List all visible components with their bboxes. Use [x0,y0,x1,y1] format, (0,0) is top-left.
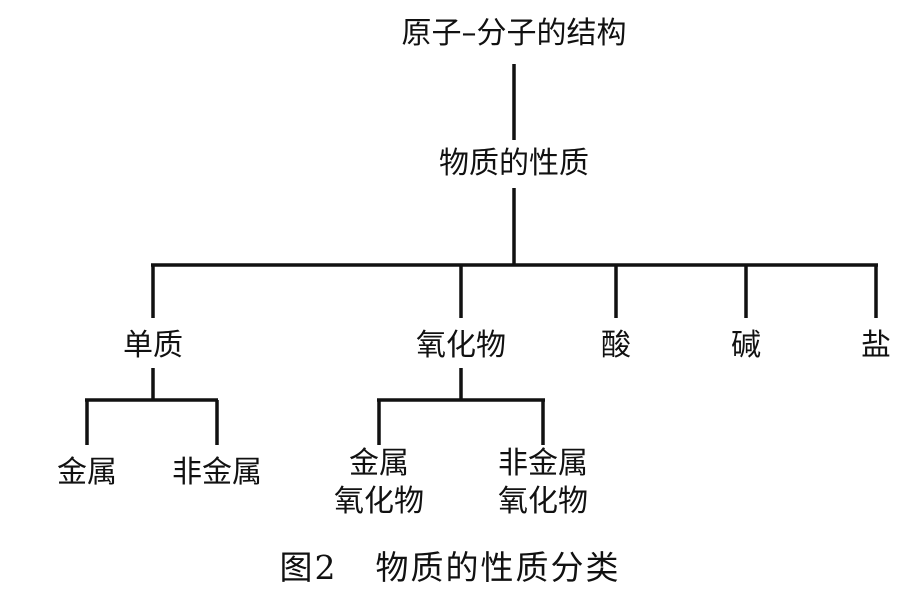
elementary-node: 单质 [123,328,183,363]
nonmetal-oxide-line1: 非金属 [498,446,588,481]
nonmetal-node: 非金属 [172,455,262,490]
metal-oxide-line2: 氧化物 [334,484,424,519]
nonmetal-oxide-line2: 氧化物 [498,484,588,519]
metal-oxide-node: 金属 氧化物 [334,445,424,521]
acid-node: 酸 [601,328,631,363]
root-node: 原子–分子的结构 [401,16,627,51]
figure-number: 图2 [279,548,338,587]
metal-node: 金属 [57,455,117,490]
properties-node: 物质的性质 [439,146,589,181]
metal-oxide-line1: 金属 [349,446,409,481]
nonmetal-oxide-node: 非金属 氧化物 [498,445,588,521]
figure-title: 物质的性质分类 [375,548,621,587]
oxide-node: 氧化物 [416,328,506,363]
base-node: 碱 [731,328,761,363]
salt-node: 盐 [861,328,891,363]
figure-caption: 图2 物质的性质分类 [280,548,621,588]
